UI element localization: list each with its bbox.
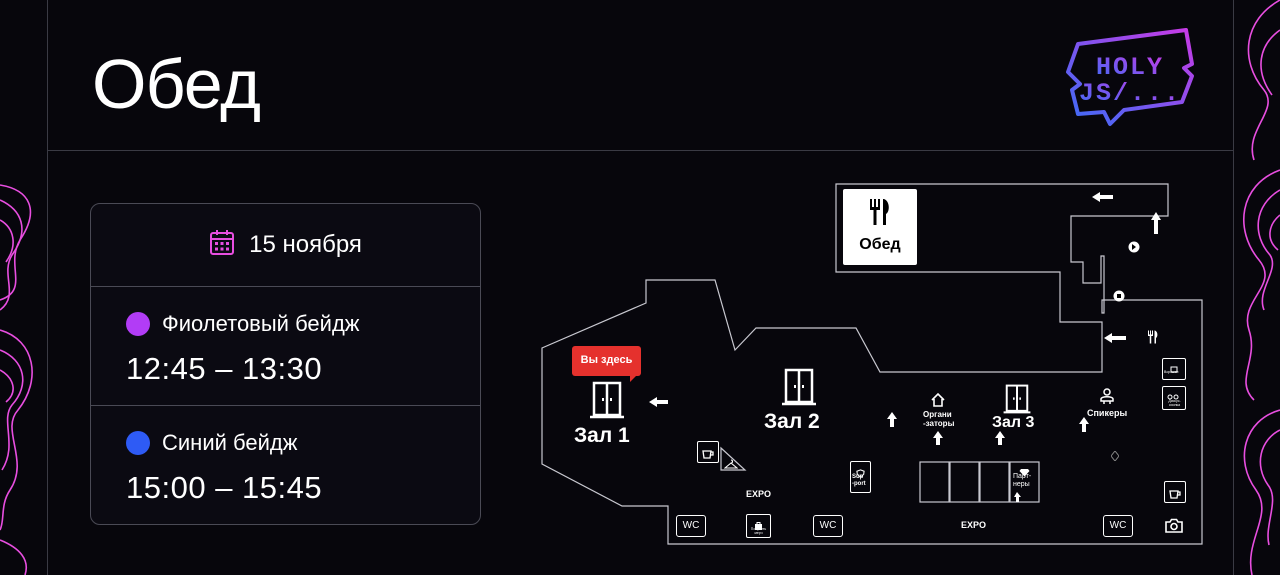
route-arrows — [649, 192, 1161, 502]
badge-time: 12:45 – 13:30 — [126, 351, 323, 386]
speakers-label: Спикеры — [1087, 408, 1128, 418]
home-icon — [930, 392, 946, 413]
partners-booth: Парт-неры — [1010, 462, 1039, 502]
calendar-icon — [209, 228, 235, 263]
merch-point: Получить мерч — [746, 514, 771, 538]
you-are-here-marker: Вы здесь — [572, 346, 641, 376]
workshop-room: Воркшоп — [1162, 358, 1186, 380]
marker-tail — [630, 374, 638, 382]
expo-label: EXPO — [746, 489, 772, 499]
logo-text-2: JS/... — [1079, 79, 1181, 108]
organizers-label: Органи-заторы — [923, 410, 955, 428]
workshop-icon — [1170, 361, 1178, 379]
holyjs-logo: HOLY JS/... — [1064, 24, 1198, 132]
door-icon — [590, 381, 624, 424]
discussion-room: Дискус-сионка — [1162, 386, 1186, 410]
purple-dot-icon — [126, 312, 150, 336]
door-icon — [1003, 384, 1031, 419]
coffee-icon — [1169, 486, 1181, 504]
exit-icon — [1128, 240, 1140, 258]
lunch-label: Обед — [859, 236, 901, 253]
wc-sign: WC — [1103, 515, 1133, 537]
right-decoration — [1233, 0, 1280, 575]
blue-dot-icon — [126, 431, 150, 455]
badge-name: Фиолетовый бейдж — [162, 311, 360, 336]
cutlery-icon — [1147, 330, 1159, 349]
bag-icon — [754, 517, 763, 535]
door-icon — [782, 368, 816, 411]
shield-icon — [856, 465, 865, 483]
speaker-icon — [1098, 387, 1116, 410]
diamond-icon — [1019, 464, 1030, 482]
info-icon — [1113, 289, 1125, 307]
schedule-card: 15 ноября Фиолетовый бейдж 12:45 – 13:30… — [90, 203, 481, 525]
date-label: 15 ноября — [249, 231, 362, 258]
page-title: Обед — [92, 45, 261, 123]
you-are-here-label: Вы здесь — [580, 354, 633, 366]
badge-time: 15:00 – 15:45 — [126, 470, 323, 505]
badge-name: Синий бейдж — [162, 430, 298, 455]
left-decoration — [0, 0, 48, 575]
hall-2-label[interactable]: Зал 2 — [764, 410, 820, 433]
camera-icon — [1165, 518, 1183, 538]
coffee-point — [697, 441, 719, 463]
hanger-icon — [723, 456, 739, 474]
expo-label: EXPO — [961, 520, 987, 530]
lunch-area[interactable]: Обед — [843, 189, 917, 265]
header-divider — [47, 150, 1234, 151]
coffee-icon — [702, 446, 714, 464]
badge-row-blue: Синий бейдж 15:00 – 15:45 — [91, 406, 480, 524]
badge-row-purple: Фиолетовый бейдж 12:45 – 13:30 — [91, 287, 480, 406]
diamond-marker-icon — [1110, 448, 1120, 466]
people-icon — [1166, 389, 1182, 407]
wc-sign: WC — [813, 515, 843, 537]
hall-1-label[interactable]: Зал 1 — [574, 424, 630, 447]
coffee-point — [1164, 481, 1186, 503]
logo-text-1: HOLY — [1096, 53, 1164, 82]
cutlery-icon — [868, 198, 892, 231]
support-point: Sup-port — [850, 461, 871, 493]
hall-3-label[interactable]: Зал 3 — [992, 414, 1035, 431]
date-row: 15 ноября — [91, 204, 480, 287]
wc-sign: WC — [676, 515, 706, 537]
floor-map: Обед Вы здесь Зал 1 Зал 2 Зал 3 Органи-з… — [530, 176, 1210, 556]
